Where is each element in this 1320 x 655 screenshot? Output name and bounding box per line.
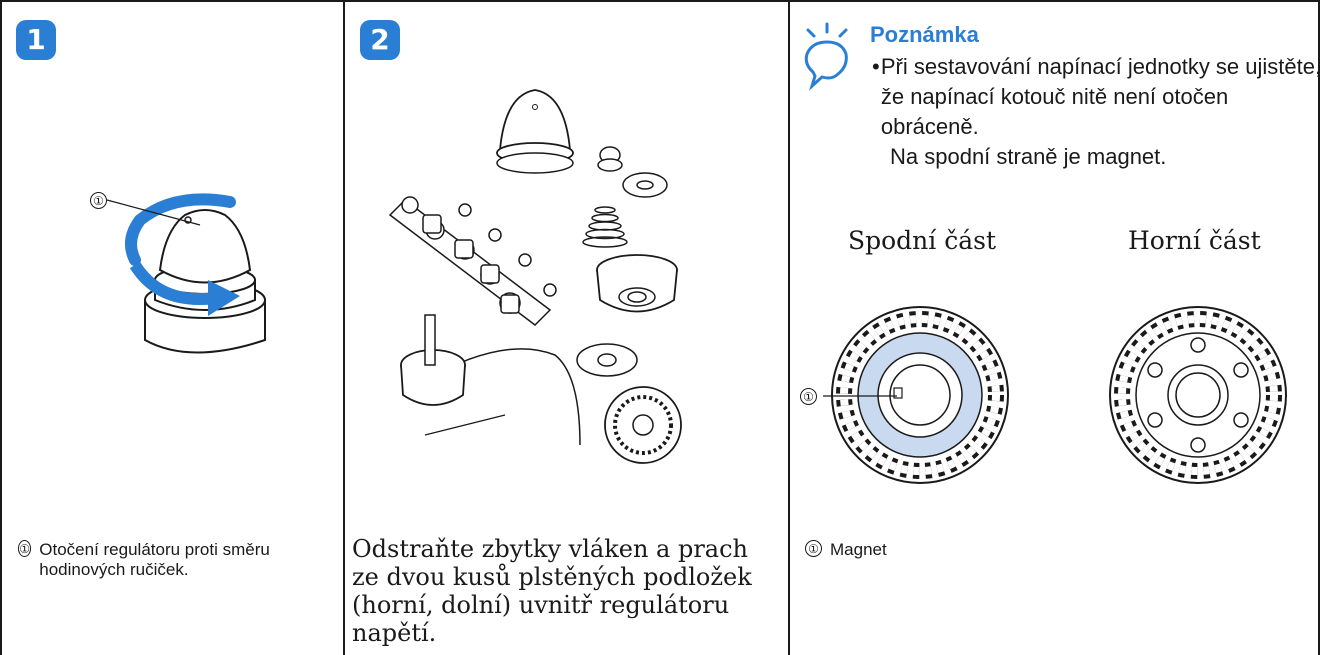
- disassembled-tension-unit-illustration: [388, 89, 682, 464]
- disc-top-illustration: [1109, 306, 1287, 484]
- callout-leader-1: [106, 199, 201, 226]
- step-2-badge: 2: [360, 20, 400, 60]
- note-line-2: Na spodní straně je magnet.: [890, 144, 1167, 169]
- lightbulb-note-icon: [804, 22, 848, 91]
- note-body: • Při sestavování napínací jednotky se u…: [872, 52, 1320, 172]
- caption-number-1: ①: [18, 540, 32, 557]
- column-divider-2: [788, 0, 790, 655]
- table-left-border: [0, 0, 2, 655]
- label-top-part: Horní část: [1128, 226, 1261, 255]
- caption-number-magnet: ①: [805, 540, 822, 557]
- tension-knob-illustration: [125, 193, 266, 354]
- column-divider-1: [343, 0, 345, 655]
- step-2-caption: Odstraňte zbytky vláken a prach ze dvou …: [352, 535, 752, 647]
- label-bottom-part: Spodní část: [848, 226, 997, 255]
- callout-leader-magnet: [823, 395, 897, 397]
- table-top-border: [0, 0, 1320, 2]
- step-1-caption-text: Otočení regulátoru proti směru hodinovýc…: [39, 540, 270, 579]
- note-caption: ① Magnet: [805, 540, 1105, 560]
- note-caption-text: Magnet: [830, 540, 887, 559]
- table-right-border: [1318, 0, 1320, 655]
- note-bullet: •: [872, 54, 880, 79]
- step-1-badge: 1: [16, 20, 56, 60]
- disc-bottom-illustration: [831, 306, 1009, 484]
- step-1-caption: ① Otočení regulátoru proti směru hodinov…: [18, 540, 328, 580]
- callout-number-magnet: ①: [800, 388, 817, 405]
- callout-number-1: ①: [90, 192, 107, 209]
- note-line-1: Při sestavování napínací jednotky se uji…: [880, 54, 1320, 139]
- note-title: Poznámka: [870, 22, 979, 47]
